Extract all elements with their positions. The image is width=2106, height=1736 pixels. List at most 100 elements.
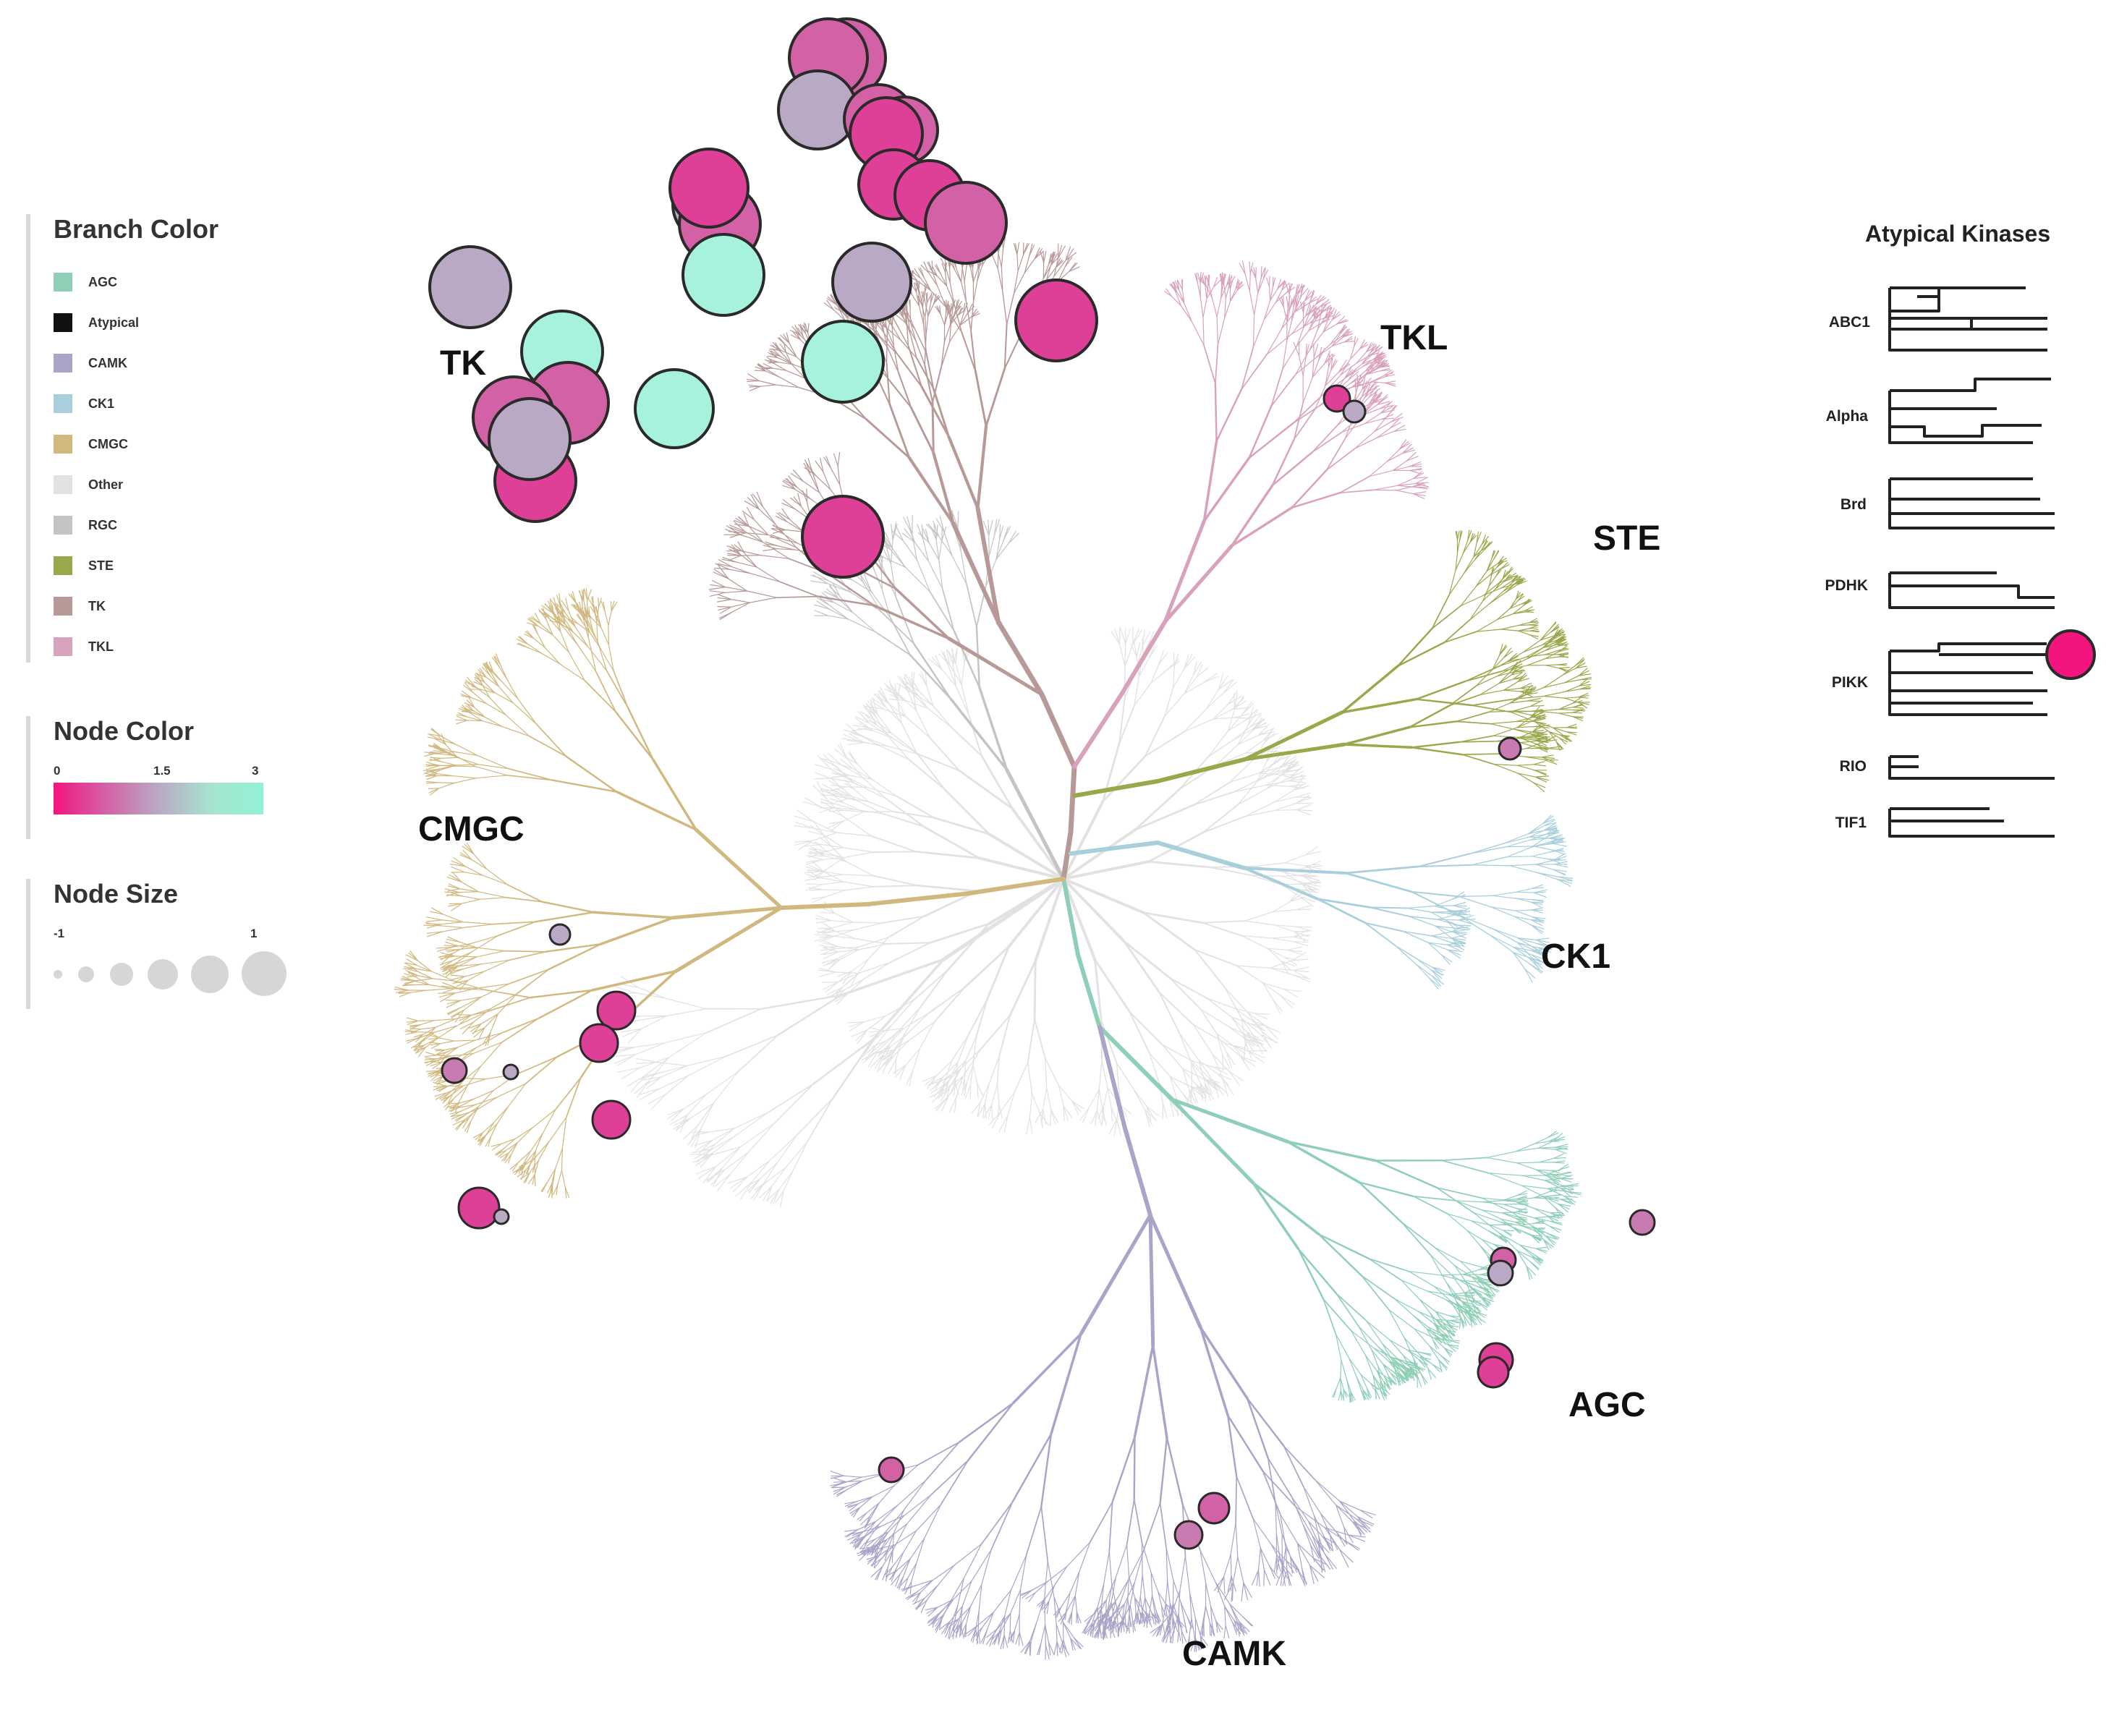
branch-tk	[886, 327, 894, 346]
branch-other	[961, 684, 969, 716]
branch-agc	[1500, 1218, 1513, 1228]
branch-camk	[902, 1558, 911, 1578]
branch-rgc	[914, 542, 929, 562]
branch-ste	[1431, 594, 1450, 629]
branch-other	[1173, 668, 1185, 688]
branch-other	[687, 1055, 726, 1076]
branch-other	[878, 691, 888, 704]
branch-tk	[770, 534, 783, 540]
branch-tkl	[1354, 378, 1356, 394]
branch-camk	[1029, 1641, 1032, 1656]
branch-other	[773, 1083, 815, 1124]
branch-ste	[1546, 746, 1562, 749]
branch-camk	[1079, 1213, 1152, 1336]
branch-other	[1193, 781, 1231, 806]
branch-ste	[1533, 782, 1546, 788]
branch-camk	[896, 1575, 904, 1588]
branch-camk	[1124, 1614, 1126, 1626]
branch-tk	[1029, 244, 1035, 257]
branch-camk	[1111, 1436, 1136, 1503]
branch-agc	[1474, 1314, 1486, 1324]
branch-other	[1113, 1119, 1118, 1137]
branch-rgc	[847, 618, 876, 633]
branch-camk	[1150, 1572, 1153, 1596]
branch-agc	[1445, 1282, 1463, 1302]
branch-other	[1243, 1034, 1249, 1050]
branch-tk	[923, 261, 930, 273]
branch-other	[819, 836, 832, 847]
branch-other	[1228, 690, 1238, 705]
branch-other	[917, 694, 934, 707]
branch-tk	[763, 541, 790, 559]
branch-ste	[1455, 552, 1464, 571]
branch-tkl	[1370, 344, 1377, 353]
branch-camk	[914, 1579, 934, 1587]
branch-rgc	[917, 532, 930, 544]
branch-other	[943, 1076, 964, 1091]
branch-agc	[1408, 1271, 1435, 1288]
branch-other	[1269, 967, 1294, 971]
branch-other	[713, 1167, 723, 1187]
branch-other	[1231, 1016, 1244, 1035]
branch-other	[1287, 949, 1303, 953]
branch-ste	[1517, 678, 1529, 683]
branch-other	[835, 766, 855, 783]
branch-other	[1193, 1024, 1213, 1055]
branch-ste	[1564, 689, 1581, 692]
branch-camk	[1019, 1589, 1033, 1596]
branch-other	[1120, 627, 1126, 644]
branch-other	[928, 922, 990, 944]
branch-other	[966, 1064, 974, 1084]
branch-agc	[1560, 1188, 1574, 1191]
branch-tk	[923, 277, 932, 292]
branch-camk	[1019, 1632, 1024, 1646]
branch-other	[872, 958, 945, 1041]
branch-tk	[865, 418, 911, 459]
branch-ck1	[1452, 894, 1466, 900]
branch-ck1	[1531, 909, 1543, 914]
branch-ck1	[1454, 927, 1469, 931]
branch-agc	[1419, 1356, 1430, 1363]
branch-other	[1258, 773, 1281, 775]
branch-tk	[1024, 258, 1035, 273]
branch-tkl	[1241, 260, 1246, 275]
branch-rgc	[994, 519, 1001, 535]
branch-tkl	[1281, 281, 1286, 291]
branch-agc	[1487, 1255, 1492, 1265]
branch-tkl	[1275, 289, 1283, 303]
branch-tkl	[1331, 333, 1341, 346]
branch-other	[1218, 679, 1234, 690]
branch-other	[823, 871, 844, 882]
branch-other	[1236, 965, 1271, 969]
branch-rgc	[928, 542, 940, 561]
branch-tkl	[1343, 369, 1354, 379]
branch-other	[951, 647, 956, 664]
branch-other	[824, 855, 847, 862]
branch-other	[853, 782, 887, 799]
branch-agc	[1561, 1184, 1574, 1189]
branch-camk	[893, 1530, 917, 1546]
branch-camk	[1158, 1591, 1163, 1607]
branch-other	[1195, 1084, 1203, 1099]
branch-camk	[1000, 1634, 1005, 1650]
branch-camk	[938, 1621, 951, 1630]
branch-other	[885, 798, 925, 827]
branch-camk	[1087, 1622, 1093, 1635]
branch-tk	[1022, 243, 1029, 255]
branch-tk	[1016, 242, 1020, 255]
branch-tk	[911, 271, 922, 279]
branch-other	[1132, 629, 1139, 645]
branch-ste	[1523, 644, 1543, 653]
branch-rgc	[812, 574, 828, 584]
branch-agc	[1097, 1025, 1174, 1102]
branch-other	[887, 702, 906, 718]
branch-rgc	[939, 516, 946, 534]
branch-agc	[1445, 1299, 1461, 1306]
branch-other	[925, 1075, 937, 1086]
branch-ck1	[1394, 945, 1418, 960]
branch-camk	[1134, 1597, 1137, 1614]
branch-tkl	[1325, 370, 1332, 387]
branch-other	[877, 1032, 897, 1052]
branch-other	[955, 1076, 964, 1098]
branch-camk	[888, 1549, 893, 1562]
